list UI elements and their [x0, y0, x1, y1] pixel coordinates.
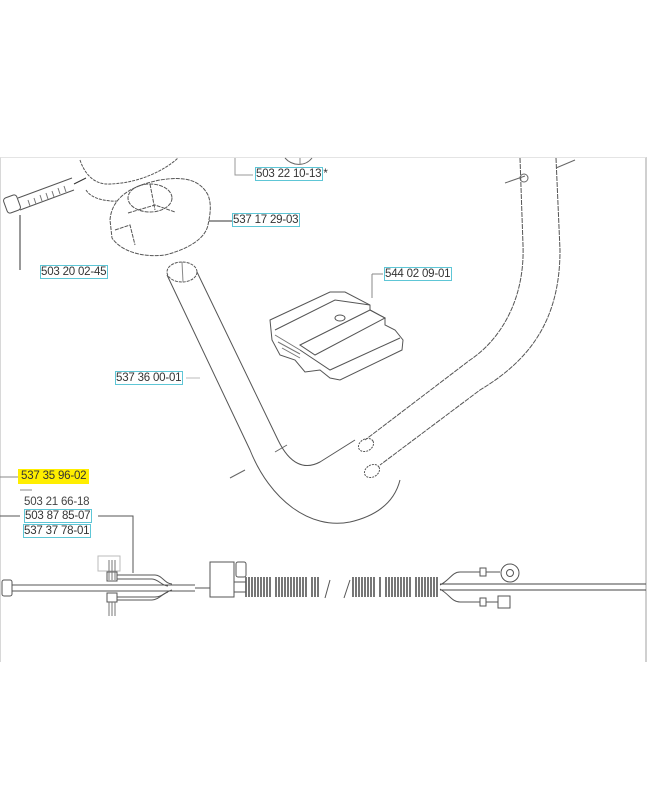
part-label-544-02-09-01[interactable]: 544 02 09-01 — [384, 267, 453, 281]
part-note-asterisk: * — [323, 168, 328, 180]
cable-sheath-icon — [245, 577, 438, 597]
part-label-503-87-85-07[interactable]: 503 87 85-07 — [24, 509, 93, 523]
part-number-link[interactable]: 503 22 10-13 — [255, 167, 324, 181]
handle-loop-icon — [364, 157, 561, 466]
part-label-503-21-66-18: 503 21 66-18 — [24, 496, 90, 508]
handle-grip-icon — [109, 178, 211, 257]
part-label-537-37-78-01[interactable]: 537 37 78-01 — [23, 524, 92, 538]
diagram-frame — [0, 157, 647, 662]
part-label-503-20-02-45[interactable]: 503 20 02-45 — [40, 265, 109, 279]
part-label-537-36-00-01[interactable]: 537 36 00-01 — [115, 371, 184, 385]
handle-tube-icon — [166, 261, 401, 524]
part-label-537-17-29-03[interactable]: 537 17 29-03 — [232, 213, 301, 227]
part-number-link[interactable]: 503 20 02-45 — [40, 265, 109, 279]
part-number-link[interactable]: 537 17 29-03 — [232, 213, 301, 227]
part-number-link[interactable]: 503 87 85-07 — [24, 509, 93, 523]
part-label-503-22-10-13[interactable]: 503 22 10-13* — [255, 167, 328, 181]
part-number-link[interactable]: 537 37 78-01 — [23, 524, 92, 538]
part-number-link[interactable]: 537 36 00-01 — [115, 371, 184, 385]
part-label-537-35-96-02-highlighted[interactable]: 537 35 96-02 — [18, 469, 90, 484]
cable-end-icon — [439, 563, 646, 609]
part-number-link[interactable]: 544 02 09-01 — [384, 267, 453, 281]
screw-icon — [3, 177, 87, 270]
clamp-icon — [269, 291, 404, 381]
throttle-cable-icon — [1, 555, 247, 616]
